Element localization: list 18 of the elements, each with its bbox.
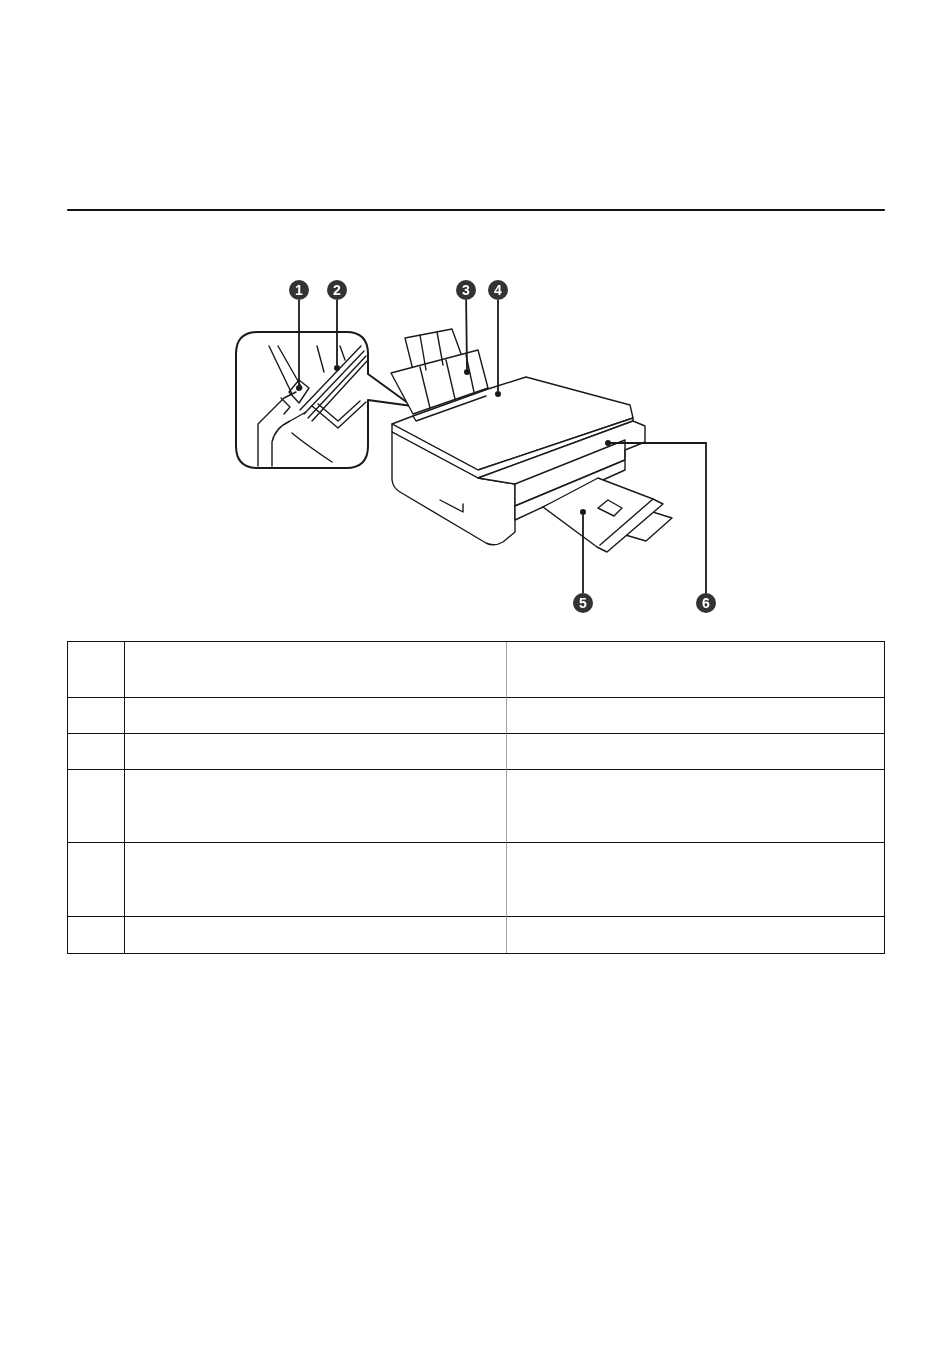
- leader-dot: [580, 509, 586, 515]
- leader-line: [298, 299, 300, 386]
- callout-number: 3: [456, 280, 476, 300]
- callout-number: 2: [327, 280, 347, 300]
- leader-dot: [334, 365, 340, 371]
- leader-line: [497, 299, 499, 392]
- leader-dot: [495, 391, 501, 397]
- leader-dot: [464, 369, 470, 375]
- leader-line: [336, 299, 338, 366]
- leader-line: [610, 442, 707, 594]
- leader-dot: [296, 385, 302, 391]
- leader-dot: [605, 440, 611, 446]
- leader-line: [582, 514, 584, 594]
- callout-number: 6: [696, 593, 716, 613]
- callout-number: 5: [573, 593, 593, 613]
- callout-number: 4: [488, 280, 508, 300]
- callout-number: 1: [289, 280, 309, 300]
- leader-line: [465, 299, 468, 370]
